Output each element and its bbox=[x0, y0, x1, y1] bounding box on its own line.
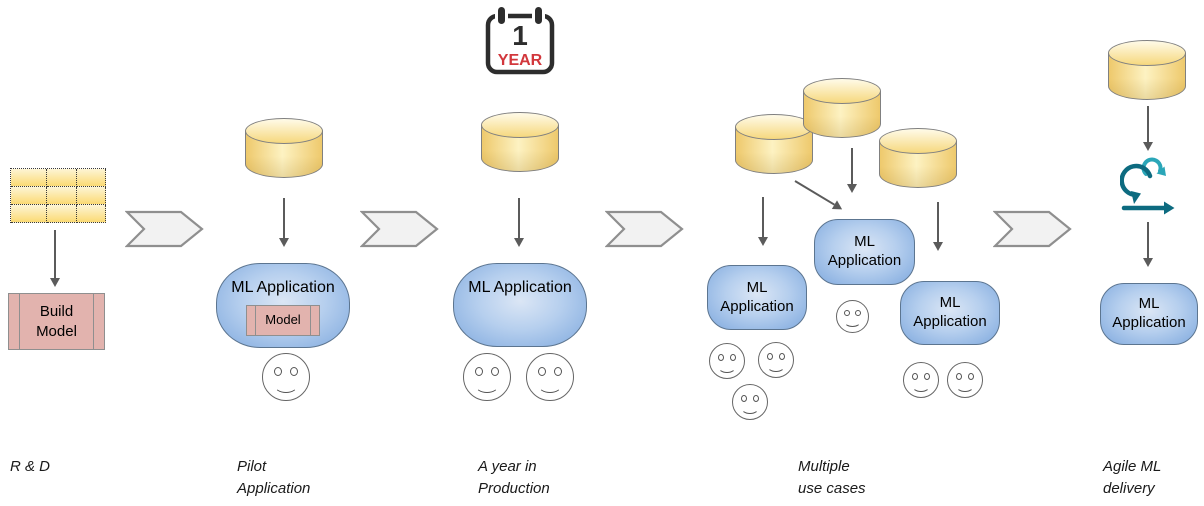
smiley-eye bbox=[491, 367, 499, 376]
smiley-eye bbox=[741, 395, 747, 402]
down-arrow bbox=[847, 148, 857, 193]
ml-application-label: ML Application bbox=[913, 294, 987, 330]
ml-application-label: ML Application bbox=[827, 233, 902, 269]
smiley-eye bbox=[924, 373, 930, 380]
smiley-face-icon bbox=[463, 353, 511, 401]
stage-label-rnd: R & D bbox=[10, 458, 51, 475]
smiley-eye bbox=[290, 367, 298, 376]
down-arrow bbox=[50, 230, 60, 287]
smiley-mouth bbox=[741, 402, 759, 414]
ml-application-label: ML Application bbox=[720, 278, 794, 315]
smiley-eye bbox=[912, 373, 918, 380]
smiley-eye bbox=[718, 354, 724, 361]
database-cylinder-icon bbox=[245, 118, 323, 178]
ml-application-label: ML Application bbox=[468, 279, 572, 296]
smiley-eye bbox=[475, 367, 483, 376]
cylinder-top bbox=[879, 128, 957, 154]
smiley-eye bbox=[538, 367, 546, 376]
grid-cell bbox=[47, 205, 77, 223]
ml-application-box-agile: ML Application bbox=[1100, 283, 1198, 345]
ml-application-box-3: ML Application bbox=[900, 281, 1000, 345]
chevron-arrow-icon bbox=[125, 210, 204, 248]
ml-application-box-1: ML Application bbox=[707, 265, 807, 330]
grid-cell bbox=[77, 187, 106, 205]
smiley-face-icon bbox=[262, 353, 310, 401]
database-cylinder-icon bbox=[803, 78, 881, 138]
chevron-arrow-icon bbox=[993, 210, 1072, 248]
smiley-mouth bbox=[538, 377, 562, 393]
cylinder-top bbox=[245, 118, 323, 144]
smiley-eye bbox=[844, 310, 850, 316]
down-arrow bbox=[758, 197, 768, 246]
cylinder-top bbox=[735, 114, 813, 140]
grid-cell bbox=[11, 187, 47, 205]
smiley-face-icon bbox=[709, 343, 745, 379]
ml-application-box-2: ML Application bbox=[814, 219, 915, 285]
smiley-eye bbox=[554, 367, 562, 376]
database-cylinder-icon bbox=[735, 114, 813, 174]
calendar-number: 1 bbox=[512, 20, 528, 51]
cylinder-top bbox=[1108, 40, 1186, 66]
dotted-data-grid-icon bbox=[10, 168, 106, 223]
build-model-box: Build Model bbox=[8, 293, 105, 350]
smiley-eye bbox=[779, 353, 785, 360]
model-label: Model bbox=[265, 312, 301, 328]
database-cylinder-icon bbox=[879, 128, 957, 188]
smiley-face-icon bbox=[947, 362, 983, 398]
stage-label-production: A year in Production bbox=[478, 458, 550, 497]
smiley-face-icon bbox=[526, 353, 574, 401]
ml-application-box-production: ML Application bbox=[453, 263, 587, 347]
one-year-calendar-icon: 1 YEAR bbox=[485, 7, 555, 75]
cylinder-top bbox=[481, 112, 559, 138]
down-arrow bbox=[933, 202, 943, 251]
ml-application-label: ML Application bbox=[231, 279, 335, 296]
smiley-mouth bbox=[718, 361, 736, 373]
chevron-arrow-icon bbox=[605, 210, 684, 248]
grid-cell bbox=[11, 205, 47, 223]
ml-application-box-pilot: ML Application Model bbox=[216, 263, 350, 348]
smiley-eye bbox=[855, 310, 861, 316]
down-arrow bbox=[514, 198, 524, 247]
smiley-mouth bbox=[912, 380, 930, 392]
database-cylinder-icon bbox=[1108, 40, 1186, 100]
agile-sprint-loop-icon bbox=[1120, 157, 1175, 215]
build-model-label: Build Model bbox=[36, 303, 77, 340]
stage-label-agile: Agile ML delivery bbox=[1103, 458, 1162, 497]
smiley-eye bbox=[274, 367, 282, 376]
smiley-face-icon bbox=[758, 342, 794, 378]
smiley-mouth bbox=[844, 316, 861, 327]
grid-cell bbox=[11, 169, 47, 187]
calendar-unit: YEAR bbox=[498, 52, 543, 69]
smiley-face-icon bbox=[732, 384, 768, 420]
model-box: Model bbox=[246, 305, 320, 336]
smiley-face-icon bbox=[836, 300, 869, 333]
cylinder-top bbox=[803, 78, 881, 104]
down-arrow bbox=[1143, 106, 1153, 151]
stage-label-pilot: Pilot Application bbox=[237, 458, 311, 497]
down-arrow bbox=[279, 198, 289, 247]
chevron-arrow-icon bbox=[360, 210, 439, 248]
smiley-mouth bbox=[475, 377, 499, 393]
grid-cell bbox=[77, 205, 106, 223]
grid-cell bbox=[47, 187, 77, 205]
smiley-mouth bbox=[274, 377, 298, 393]
grid-cell bbox=[77, 169, 106, 187]
diagonal-arrow bbox=[794, 180, 835, 206]
smiley-face-icon bbox=[903, 362, 939, 398]
smiley-mouth bbox=[767, 360, 785, 372]
down-arrow bbox=[1143, 222, 1153, 267]
smiley-eye bbox=[767, 353, 773, 360]
ml-application-label: ML Application bbox=[1112, 295, 1186, 331]
smiley-eye bbox=[753, 395, 759, 402]
smiley-eye bbox=[956, 373, 962, 380]
smiley-eye bbox=[968, 373, 974, 380]
smiley-mouth bbox=[956, 380, 974, 392]
database-cylinder-icon bbox=[481, 112, 559, 172]
stage-label-multiple: Multiple use cases bbox=[798, 458, 866, 497]
grid-cell bbox=[47, 169, 77, 187]
smiley-eye bbox=[730, 354, 736, 361]
